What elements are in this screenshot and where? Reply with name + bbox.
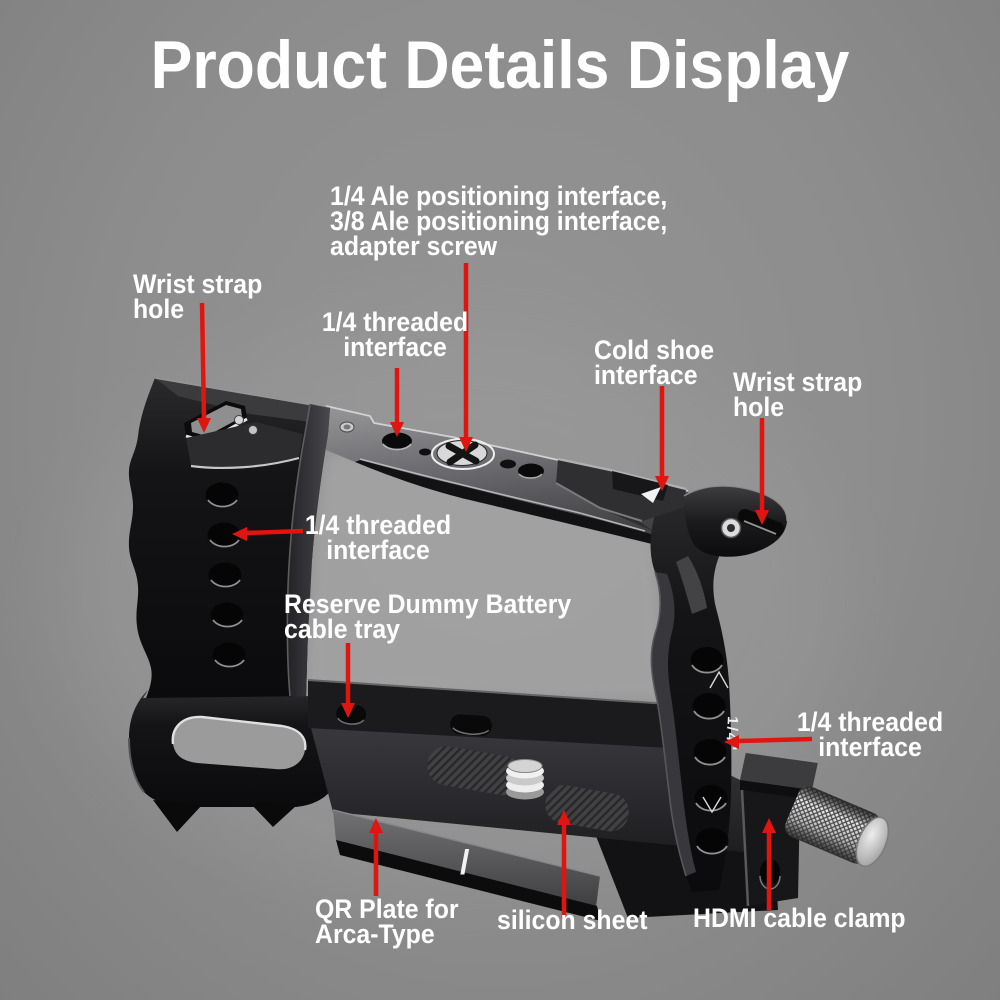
arrow-qr-plate — [369, 818, 383, 896]
hdmi-cable-clamp — [740, 751, 890, 907]
hdmi-thumbscrew — [785, 786, 890, 868]
cage-left-pillar — [128, 377, 331, 698]
arrow-threaded-right — [724, 735, 813, 749]
handle-grip — [128, 690, 340, 832]
arrow-threaded-top — [390, 368, 404, 437]
label-reserve-battery-tray: Reserve Dummy Battery cable tray — [284, 589, 572, 644]
page-title: Product Details Display — [150, 27, 850, 103]
label-hdmi-clamp: HDMI cable clamp — [693, 903, 906, 933]
arrow-hdmi — [762, 818, 776, 910]
quarter-holes-right-pillar — [690, 647, 729, 855]
handle-foot-2 — [250, 803, 297, 827]
label-wrist-strap-hole-left: Wrist strap hole — [133, 269, 263, 324]
cage-top-bar — [325, 405, 692, 545]
label-quarter-threaded-right: 1/4 threaded interface — [796, 707, 944, 762]
screw-small-2 — [248, 425, 258, 435]
plate-screw — [506, 759, 544, 800]
silicon-pad-1 — [427, 746, 523, 796]
quarter-hole-top-bar — [382, 432, 412, 451]
handle-foot-1 — [153, 800, 202, 832]
cage-right-pillar: 1/4" — [650, 495, 741, 892]
arrow-wrist-right — [755, 418, 769, 525]
arrow-threaded-mid — [232, 527, 304, 541]
tray-slot-1 — [336, 704, 367, 725]
arrow-cable-tray — [341, 643, 355, 718]
label-silicon-sheet: silicon sheet — [497, 905, 648, 935]
battery-cable-tray — [307, 679, 670, 748]
hole-top-bar-2 — [518, 463, 544, 479]
screw-small-1 — [234, 415, 244, 425]
plate-front-bevel — [333, 810, 600, 907]
label-quarter-threaded-left: 1/4 threaded interface — [304, 510, 452, 565]
label-quarter-threaded-top: 1/4 threaded interface — [321, 307, 469, 362]
arrow-adapter-screw — [459, 263, 473, 452]
brand-logo-triangle — [641, 487, 661, 503]
camera-cage: / — [128, 377, 890, 921]
label-cold-shoe: Cold shoe interface — [594, 335, 715, 390]
arrow-wrist-left — [197, 302, 211, 433]
tray-slot-2 — [450, 714, 493, 736]
annotation-arrows — [197, 263, 813, 919]
arrow-cold-shoe — [655, 386, 669, 491]
plate-slash-mark: / — [460, 844, 470, 882]
label-adapter-screw: 1/4 Ale positioning interface, 3/8 Ale p… — [330, 181, 668, 261]
quarter-holes-left-pillar — [205, 482, 246, 668]
label-qr-plate: QR Plate for Arca-Type — [315, 894, 459, 949]
arrow-silicon — [557, 810, 571, 919]
label-wrist-strap-hole-right: Wrist strap hole — [733, 367, 863, 422]
